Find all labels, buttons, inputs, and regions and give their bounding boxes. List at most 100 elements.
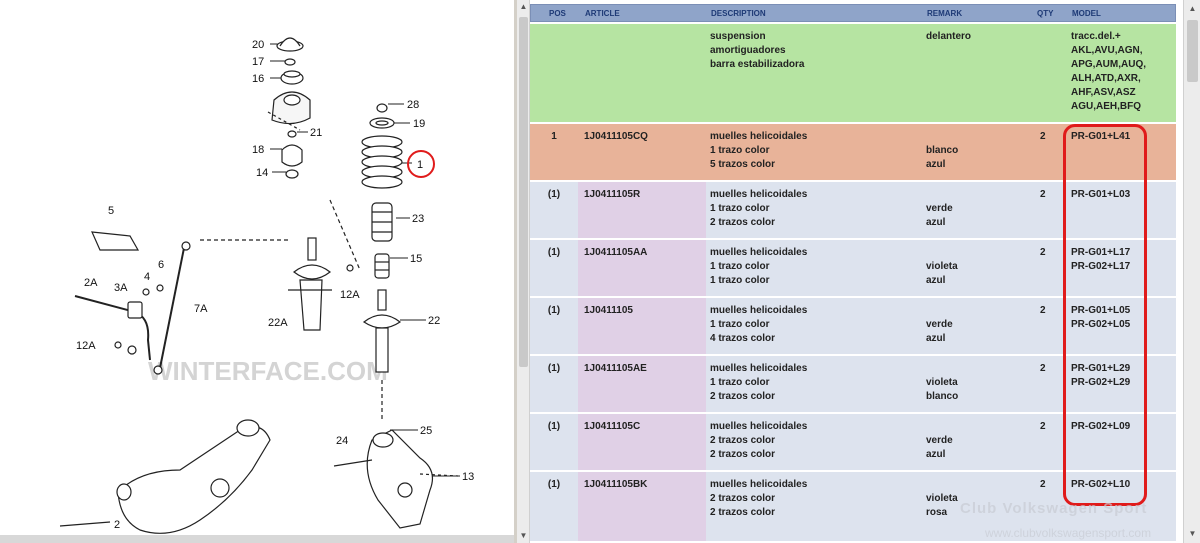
model-line: PR-G02+L29 (1071, 377, 1131, 388)
desc-line: muelles helicoidales (710, 479, 808, 490)
cell-article[interactable]: 1J0411105AA (578, 240, 706, 296)
desc-line: muelles helicoidales (710, 363, 808, 374)
remark-line (926, 304, 953, 318)
callout-label: 5 (108, 205, 114, 217)
cell-article[interactable]: 1J0411105BK (578, 472, 706, 541)
cell-pos: (1) (547, 189, 561, 200)
cell-qty: 2 (1040, 479, 1046, 490)
desc-line: muelles helicoidales (710, 247, 808, 258)
cell-pos: 1 (551, 131, 557, 142)
col-header-remark[interactable]: REMARK (927, 9, 963, 18)
table-row[interactable]: 1 1J0411105CQ muelles helicoidales 1 tra… (530, 124, 1176, 182)
model-line: PR-G01+L29 (1071, 363, 1131, 374)
callout-label: 2 (114, 519, 120, 531)
callout-label: 19 (413, 118, 425, 130)
footer-watermark: Club Volkswagen Sport (960, 500, 1148, 517)
coil-spring (361, 135, 403, 189)
pane-splitter[interactable] (514, 0, 517, 543)
table-row[interactable]: (1) 1J0411105BK muelles helicoidales 2 t… (530, 472, 1176, 543)
cell-article[interactable]: 1J0411105CQ (584, 131, 648, 142)
scroll-down-icon[interactable]: ▼ (1188, 529, 1197, 538)
cell-article[interactable]: 1J0411105R (578, 182, 706, 238)
scrollbar-thumb[interactable] (1187, 20, 1198, 82)
diagram-scrollbar[interactable]: ▲ ▼ (517, 0, 530, 543)
cell-description: muelles helicoidales 1 trazo color 4 tra… (710, 298, 807, 354)
model-line: ALH,ATD,AXR, (1071, 73, 1141, 84)
diagram-watermark: WINTERFACE.COM (148, 356, 388, 386)
footer-watermark-url: www.clubvolkswagensport.com (985, 526, 1152, 540)
col-header-description[interactable]: DESCRIPTION (711, 9, 766, 18)
cell-article[interactable]: 1J0411105 (578, 298, 706, 354)
cell-remark: violeta blanco (926, 356, 958, 412)
table-row[interactable]: (1) 1J0411105AA muelles helicoidales 1 t… (530, 240, 1176, 298)
scroll-down-icon[interactable]: ▼ (519, 531, 528, 540)
callout-label: 15 (410, 253, 422, 265)
desc-line: 2 trazos color (710, 449, 776, 460)
scroll-up-icon[interactable]: ▲ (519, 2, 528, 11)
scrollbar-thumb[interactable] (519, 17, 528, 367)
model-line: AKL,AVU,AGN, (1071, 45, 1143, 56)
model-line: tracc.del.+ (1071, 31, 1121, 42)
cell-model: PR-G02+L09 (1071, 414, 1130, 470)
col-header-qty[interactable]: QTY (1037, 9, 1054, 18)
model-line: PR-G02+L09 (1071, 421, 1131, 432)
desc-line: 1 trazo color (710, 319, 770, 330)
table-row[interactable]: (1) 1J0411105C muelles helicoidales 2 tr… (530, 414, 1176, 472)
cell-qty: 2 (1040, 131, 1046, 142)
callout-label: 12A (76, 340, 96, 352)
remark-line: azul (926, 275, 946, 286)
desc-line: muelles helicoidales (710, 131, 808, 142)
cell-qty: 2 (1040, 363, 1046, 374)
cell-pos: (1) (547, 247, 561, 258)
cell-remark: verde azul (926, 414, 953, 470)
callout-label: 22A (268, 317, 288, 329)
cell-article[interactable]: 1J0411105C (578, 414, 706, 470)
cell-description: muelles helicoidales 1 trazo color 2 tra… (710, 182, 807, 238)
remark-line: azul (926, 217, 946, 228)
desc-line: 1 trazo color (710, 145, 770, 156)
col-header-pos[interactable]: POS (549, 9, 566, 18)
table-scrollbar[interactable]: ▲ ▼ (1183, 0, 1200, 543)
callout-label: 3A (114, 282, 128, 294)
cell-model: PR-G01+L03 (1071, 182, 1130, 238)
desc-line: 2 trazos color (710, 493, 776, 504)
remark-line: azul (926, 159, 946, 170)
model-line: AGU,AEH,BFQ (1071, 101, 1141, 112)
remark-line: violeta (926, 377, 958, 388)
callout-label: 28 (407, 99, 419, 111)
cell-pos: (1) (547, 363, 561, 374)
remark-line: verde (926, 435, 953, 446)
cell-remark: verde azul (926, 182, 953, 238)
remark-line (926, 246, 958, 260)
group-row[interactable]: suspension amortiguadores barra estabili… (530, 24, 1176, 124)
table-row[interactable]: (1) 1J0411105AE muelles helicoidales 1 t… (530, 356, 1176, 414)
remark-line: violeta (926, 261, 958, 272)
diagram-hscrollbar[interactable] (0, 535, 514, 543)
desc-line: muelles helicoidales (710, 421, 808, 432)
group-remark: delantero (926, 24, 971, 122)
table-header: POS ARTICLE DESCRIPTION REMARK QTY MODEL (530, 4, 1176, 22)
cell-qty: 2 (1040, 305, 1046, 316)
callout-label: 21 (310, 127, 322, 139)
table-row[interactable]: (1) 1J0411105 muelles helicoidales 1 tra… (530, 298, 1176, 356)
cell-remark: violeta rosa (926, 472, 958, 541)
scroll-up-icon[interactable]: ▲ (1188, 4, 1197, 13)
cell-remark: verde azul (926, 298, 953, 354)
cell-model: PR-G01+L29 PR-G02+L29 (1071, 356, 1130, 412)
cell-description: muelles helicoidales 1 trazo color 5 tra… (710, 124, 807, 180)
col-header-article[interactable]: ARTICLE (585, 9, 620, 18)
model-line: PR-G02+L05 (1071, 319, 1131, 330)
callout-label: 17 (252, 56, 264, 68)
callout-label: 16 (252, 73, 264, 85)
desc-line: 1 trazo color (710, 203, 770, 214)
remark-line (926, 362, 958, 376)
cell-article[interactable]: 1J0411105AE (578, 356, 706, 412)
col-header-model[interactable]: MODEL (1072, 9, 1101, 18)
callout-label: 7A (194, 303, 208, 315)
table-row[interactable]: (1) 1J0411105R muelles helicoidales 1 tr… (530, 182, 1176, 240)
model-line: PR-G02+L17 (1071, 261, 1131, 272)
suspension-diagram: WINTERFACE.COM (59, 37, 474, 534)
desc-line: muelles helicoidales (710, 189, 808, 200)
cell-qty: 2 (1040, 189, 1046, 200)
remark-line: delantero (926, 31, 972, 42)
